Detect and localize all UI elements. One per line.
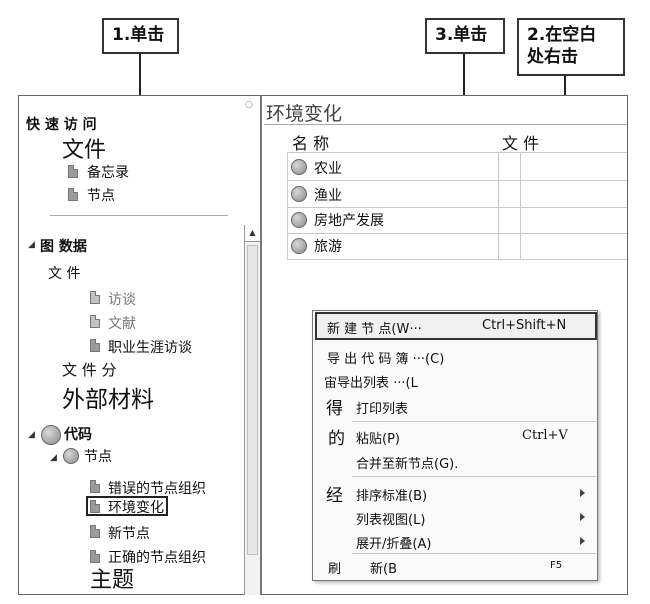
grid-line [498,152,499,259]
menu-refresh-prefix: 刷 [328,562,342,577]
new-node-folder-icon [90,525,100,538]
grid-line [520,152,521,259]
quick-access-heading: 快 速 访 问 [26,117,97,133]
callout-step-2-line-1: 2.在空白 [527,25,597,45]
submenu-arrow-icon [580,537,585,545]
menu-item-export-codebook[interactable]: 导 出 代 码 簿 ···(C) [327,352,445,367]
nav-correct-node-organization[interactable]: 正确的节点组织 [108,550,206,566]
menu-print-prefix: 得 [326,399,343,419]
scroll-up-button[interactable]: ▲ [245,225,260,242]
env-change-highlight [86,496,168,516]
grid-line [287,152,627,153]
literature-folder-icon [90,315,100,328]
codes-icon [41,425,61,445]
callout-step-2: 2.在空白 处右击 [517,18,625,76]
nav-interview[interactable]: 访谈 [108,292,136,308]
interview-folder-icon [90,291,100,304]
nav-external-materials[interactable]: 外部材料 [62,387,154,413]
menu-item-export-list[interactable]: 宙导出列表 ···(L [324,376,418,391]
context-menu [312,310,598,581]
right-org-folder-icon [90,550,100,563]
menu-separator [352,421,596,422]
grid-line [287,207,627,208]
nav-data-files[interactable]: 文 件 [48,266,81,282]
expand-code-nodes-icon[interactable]: ◢ [50,453,57,463]
section-divider [50,215,228,216]
nav-scrollbar[interactable]: ▲ [244,225,260,595]
menu-separator [352,476,596,477]
grid-line [287,180,627,181]
menu-sort-prefix: 经 [326,486,343,506]
nav-wrong-node-organization[interactable]: 错误的节点组织 [108,481,206,497]
title-underline [264,124,627,125]
callout-step-3: 3.单击 [425,18,505,54]
memo-icon [68,165,78,178]
menu-item-paste[interactable]: 粘贴(P) [356,432,400,447]
navigation-pane [18,95,262,595]
callout-step-1: 1.单击 [102,18,179,54]
list-row-fishery[interactable]: 渔业 [314,188,342,204]
grid-line [287,233,627,234]
scroll-thumb[interactable] [247,245,258,555]
list-row-agriculture[interactable]: 农业 [314,161,342,177]
list-row-real-estate[interactable]: 房地产发展 [314,213,384,229]
column-header-name[interactable]: 名 称 [292,134,330,153]
menu-item-refresh[interactable]: 新(B [370,562,397,577]
menu-item-merge-new-node[interactable]: 合并至新节点(G). [356,457,459,472]
grid-line [287,152,288,259]
nav-environment-change[interactable]: 环境变化 [108,500,164,516]
menu-item-sort-by[interactable]: 排序标准(B) [356,489,428,504]
column-header-file[interactable]: 文 件 [502,134,540,153]
nav-nodes-quick[interactable]: 节点 [87,188,115,204]
nav-new-node[interactable]: 新节点 [108,526,150,542]
node-icon [68,188,78,201]
nav-files[interactable]: 文件 [62,138,107,163]
code-nodes-icon [63,448,79,464]
nav-literature[interactable]: 文献 [108,316,136,332]
node-icon [291,159,307,175]
node-icon [291,238,307,254]
menu-new-node-label: 新 建 节 点(W··· [327,322,422,337]
nav-memo[interactable]: 备忘录 [87,165,129,181]
submenu-arrow-icon [580,489,585,497]
node-icon [291,186,307,202]
expand-codes-icon[interactable]: ◢ [28,430,35,440]
pane-resize-dot: ○ [245,100,253,110]
career-interview-folder-icon [90,339,100,352]
nav-file-classification[interactable]: 文 件 分 [62,361,117,379]
menu-refresh-shortcut: F5 [550,560,563,571]
nav-data[interactable]: 图 数据 [40,239,87,255]
menu-paste-shortcut: Ctrl+V [522,428,568,443]
menu-paste-prefix: 的 [328,429,345,449]
nav-codes[interactable]: 代码 [64,427,92,443]
env-change-folder-icon [90,500,100,513]
menu-separator [352,553,596,554]
menu-item-print-list[interactable]: 打印列表 [356,402,409,417]
menu-item-list-view[interactable]: 列表视图(L) [356,513,426,528]
callout-step-2-line-2: 处右击 [527,47,578,67]
wrong-org-folder-icon [90,480,100,493]
list-title: 环境变化 [266,103,343,125]
list-row-tourism[interactable]: 旅游 [314,239,342,255]
expand-data-icon[interactable]: ◢ [28,240,35,250]
grid-line [287,259,627,260]
node-icon [291,212,307,228]
nav-career-interview[interactable]: 职业生涯访谈 [108,340,192,356]
nav-topic[interactable]: 主题 [90,568,135,593]
nav-code-nodes[interactable]: 节点 [84,449,112,465]
menu-new-node-shortcut: Ctrl+Shift+N [482,318,567,333]
menu-item-expand-collapse[interactable]: 展开/折叠(A) [356,537,432,552]
submenu-arrow-icon [580,513,585,521]
menu-item-new-node[interactable] [315,312,597,340]
